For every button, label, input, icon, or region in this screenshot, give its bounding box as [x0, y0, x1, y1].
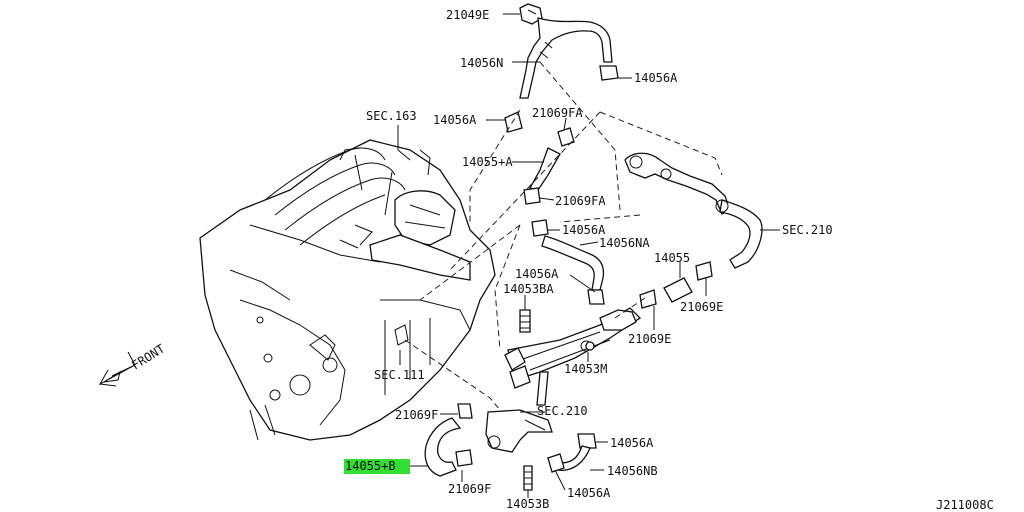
- label-14056n[interactable]: 14056N: [460, 56, 503, 70]
- label-front: FRONT: [129, 342, 167, 373]
- label-14056a-left[interactable]: 14056A: [433, 113, 477, 127]
- label-21069fa-top[interactable]: 21069FA: [532, 106, 583, 120]
- leader-lines: [397, 13, 780, 498]
- label-14056nb[interactable]: 14056NB: [607, 464, 658, 478]
- figure-code: J211008C: [936, 498, 994, 512]
- middle-hose-assembly: [519, 127, 605, 333]
- label-21069f-bot[interactable]: 21069F: [448, 482, 491, 496]
- front-direction-arrow: [98, 351, 136, 387]
- label-21069e-right[interactable]: 21069E: [680, 300, 723, 314]
- label-14055[interactable]: 14055: [654, 251, 690, 265]
- label-14056a-low[interactable]: 14056A: [610, 436, 654, 450]
- label-21049e[interactable]: 21049E: [446, 8, 489, 22]
- label-14056a-bot[interactable]: 14056A: [567, 486, 611, 500]
- label-sec-210-low[interactable]: SEC.210: [537, 404, 588, 418]
- engine-block: [199, 139, 496, 441]
- label-14056a-top[interactable]: 14056A: [634, 71, 678, 85]
- label-14056a-mid[interactable]: 14056A: [562, 223, 606, 237]
- lower-hose-assembly: [424, 403, 597, 491]
- label-sec-111[interactable]: SEC.111: [374, 368, 425, 382]
- label-sec-210-right[interactable]: SEC.210: [782, 223, 833, 237]
- part-labels: 21049E 14056N 14056A 14056A 21069FA 1405…: [129, 8, 994, 512]
- label-14055a[interactable]: 14055+A: [462, 155, 513, 169]
- label-21069f-top[interactable]: 21069F: [395, 408, 438, 422]
- water-pipe-assembly: [504, 307, 642, 406]
- label-21069e-mid[interactable]: 21069E: [628, 332, 671, 346]
- label-14053b[interactable]: 14053B: [506, 497, 549, 511]
- label-14053ba[interactable]: 14053BA: [503, 282, 554, 296]
- label-sec-163[interactable]: SEC.163: [366, 109, 417, 123]
- right-hose-assembly: [585, 152, 763, 351]
- part-highlight-box: [344, 459, 410, 474]
- label-14055b-highlighted[interactable]: 14055+B: [345, 459, 396, 473]
- label-14053m[interactable]: 14053M: [564, 362, 607, 376]
- label-14056a-mid2[interactable]: 14056A: [515, 267, 559, 281]
- reference-lines: [404, 61, 723, 411]
- label-14056na[interactable]: 14056NA: [599, 236, 650, 250]
- label-21069fa-mid[interactable]: 21069FA: [555, 194, 606, 208]
